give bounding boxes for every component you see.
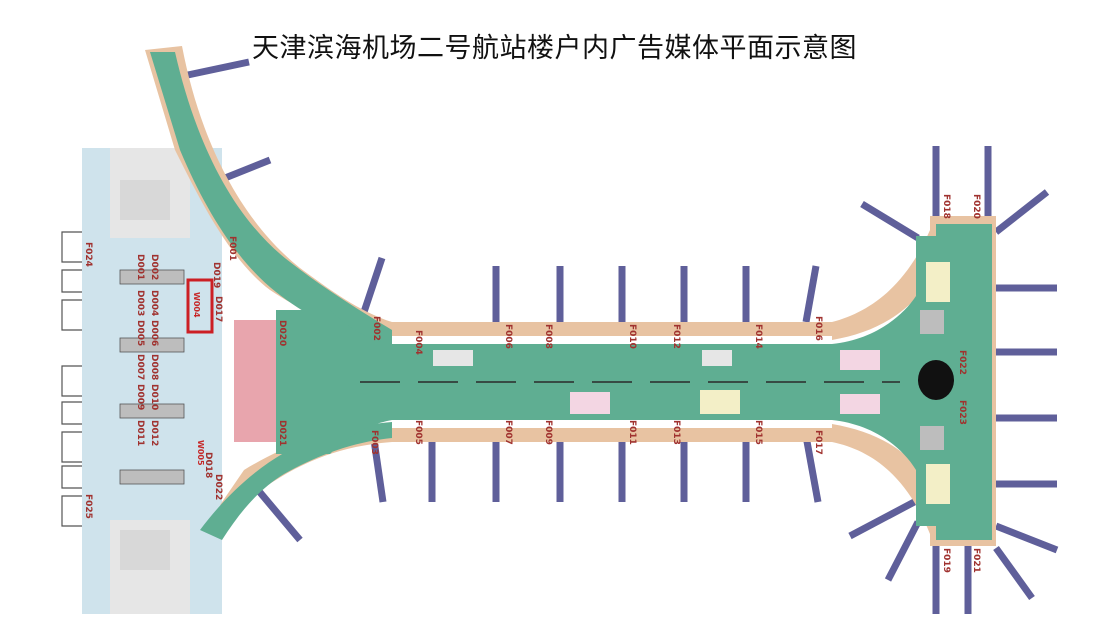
label-f006: F006 xyxy=(503,324,513,349)
label-f008: F008 xyxy=(543,324,553,349)
label-d001: D001 xyxy=(135,254,145,280)
label-d008: D008 xyxy=(149,354,159,380)
label-d011: D011 xyxy=(135,420,145,446)
label-f024: F024 xyxy=(83,242,93,267)
label-d020: D020 xyxy=(277,320,287,346)
label-d006: D006 xyxy=(149,320,159,346)
label-f011: F011 xyxy=(627,420,637,445)
w-labels: W004 W005 xyxy=(192,292,205,466)
checkin-islands xyxy=(119,269,185,485)
label-d022: D022 xyxy=(213,474,223,500)
f-labels: F001 F002 F003 F004 F005 F006 F007 F008 … xyxy=(83,194,981,573)
highlight-box-w004 xyxy=(186,278,214,334)
label-f002: F002 xyxy=(371,316,381,341)
label-f012: F012 xyxy=(671,324,681,349)
label-f004: F004 xyxy=(413,330,423,355)
label-f017: F017 xyxy=(813,430,823,455)
label-d007: D007 xyxy=(135,354,145,380)
label-d017: D017 xyxy=(213,296,223,322)
label-f014: F014 xyxy=(753,324,763,349)
map-title: 天津滨海机场二号航站楼户内广告媒体平面示意图 xyxy=(252,33,857,64)
d-labels: D001 D002 D003 D004 D005 D006 D007 D008 … xyxy=(135,254,287,500)
label-f023: F023 xyxy=(957,400,967,425)
label-d002: D002 xyxy=(149,254,159,280)
jet-bridges xyxy=(182,58,1059,614)
label-d005: D005 xyxy=(135,320,145,346)
label-d018: D018 xyxy=(203,452,213,478)
curbside-bays xyxy=(61,231,82,527)
label-d021: D021 xyxy=(277,420,287,446)
label-d010: D010 xyxy=(149,384,159,410)
label-f013: F013 xyxy=(671,420,681,445)
label-f022: F022 xyxy=(957,350,967,375)
label-f020: F020 xyxy=(971,194,981,219)
label-d009: D009 xyxy=(135,384,145,410)
label-d019: D019 xyxy=(211,262,221,288)
label-f001: F001 xyxy=(227,236,237,261)
label-f015: F015 xyxy=(753,420,763,445)
landside-hall xyxy=(82,148,222,614)
label-f019: F019 xyxy=(941,548,951,573)
concourse xyxy=(150,52,992,540)
label-w005: W005 xyxy=(196,440,205,466)
label-w004: W004 xyxy=(192,292,201,318)
label-d012: D012 xyxy=(149,420,159,446)
label-d003: D003 xyxy=(135,290,145,316)
label-f005: F005 xyxy=(413,420,423,445)
label-f021: F021 xyxy=(971,548,981,573)
label-f003: F003 xyxy=(369,430,379,455)
label-f016: F016 xyxy=(813,316,823,341)
label-d004: D004 xyxy=(149,290,159,316)
label-f018: F018 xyxy=(941,194,951,219)
label-f009: F009 xyxy=(543,420,553,445)
security-area xyxy=(234,320,276,442)
label-f025: F025 xyxy=(83,494,93,519)
label-f010: F010 xyxy=(627,324,637,349)
label-f007: F007 xyxy=(503,420,513,445)
concourse-details xyxy=(360,262,954,504)
